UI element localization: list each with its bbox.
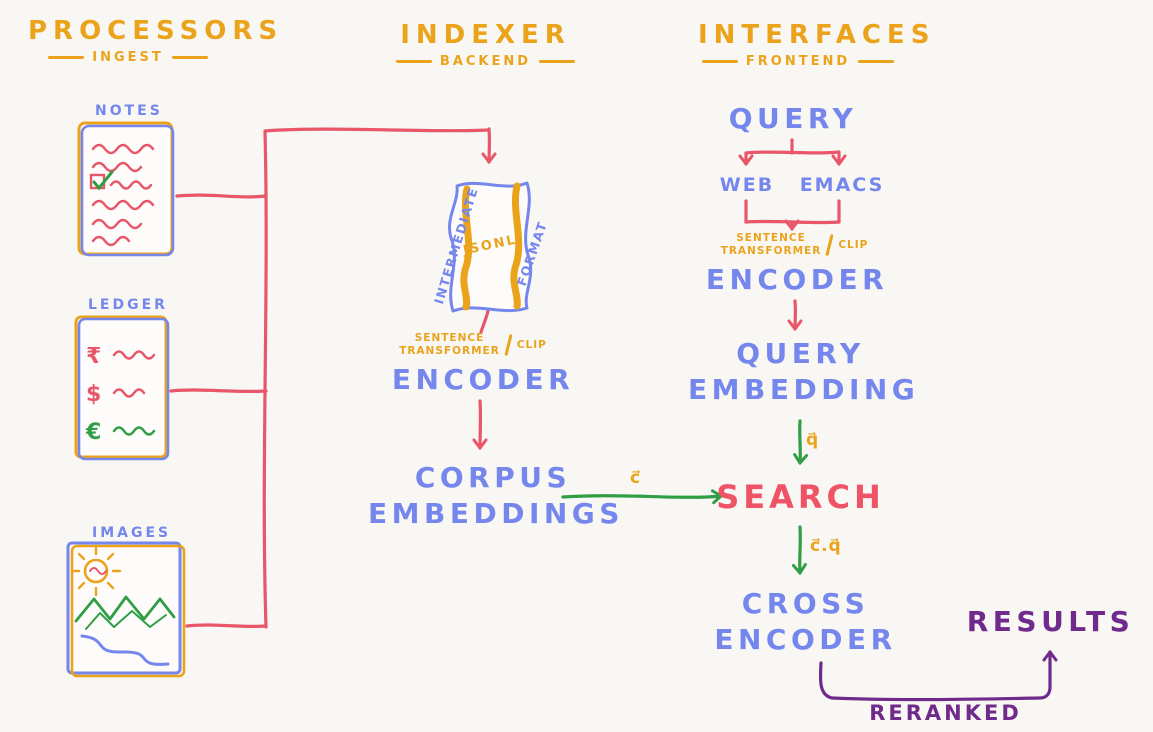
river-icon — [80, 634, 170, 666]
subtitle-dash — [48, 56, 85, 59]
header-indexer: INDEXER BACKEND — [393, 20, 578, 69]
clip-label: CLIP — [838, 238, 869, 251]
rerank-connector — [818, 650, 1058, 702]
interfaces-subtitle: FRONTEND — [698, 54, 898, 69]
indexer-subtitle: BACKEND — [393, 54, 578, 69]
web-label: WEB — [719, 174, 775, 196]
jsonl-scroll-icon — [448, 181, 533, 313]
notes-label: NOTES — [95, 103, 163, 119]
euro-symbol: € — [85, 420, 101, 445]
transformer-label: TRANSFORMER — [720, 245, 822, 258]
indexer-model-label: SENTENCE TRANSFORMER CLIP — [398, 332, 548, 358]
subtitle-dash — [539, 60, 576, 63]
query-label: QUERY — [728, 102, 858, 135]
transformer-label: TRANSFORMER — [399, 345, 500, 358]
ledger-card-icon: ₹ $ € — [74, 315, 170, 461]
emacs-label: EMACS — [799, 174, 885, 196]
query-embedding-label: QUERY EMBEDDING — [688, 337, 920, 407]
images-card-icon — [66, 541, 186, 678]
reranked-label: RERANKED — [869, 701, 1022, 725]
indexer-title: INDEXER — [400, 20, 571, 50]
dollar-symbol: $ — [86, 382, 101, 407]
images-label: IMAGES — [92, 525, 172, 541]
notes-card-icon — [77, 121, 175, 257]
mountains-icon — [74, 595, 176, 630]
query-vector-label: q⃗ — [806, 430, 820, 450]
subtitle-dash — [395, 60, 432, 63]
indexer-encoder-label: ENCODER — [391, 363, 575, 396]
search-connectors — [561, 419, 809, 575]
rupee-symbol: ₹ — [86, 344, 101, 369]
header-interfaces: INTERFACES FRONTEND — [698, 20, 936, 69]
corpus-embeddings-label: CORPUS EMBEDDINGS — [368, 461, 624, 531]
dot-product-label: c⃗.q⃗ — [810, 536, 842, 556]
model-divider — [504, 334, 513, 357]
interfaces-encoder-label: ENCODER — [705, 263, 889, 296]
subtitle-dash — [171, 56, 208, 59]
sentence-label: SENTENCE — [414, 332, 485, 344]
clip-label: CLIP — [516, 338, 547, 351]
header-processors: PROCESSORS INGEST — [28, 16, 284, 65]
search-label: SEARCH — [716, 478, 885, 516]
processors-subtitle: INGEST — [28, 50, 228, 65]
interfaces-model-label: SENTENCE TRANSFORMER CLIP — [712, 232, 877, 258]
subtitle-dash — [701, 60, 738, 63]
interfaces-title: INTERFACES — [698, 20, 936, 50]
sun-icon — [70, 545, 122, 597]
model-divider — [825, 234, 834, 257]
cross-encoder-label: CROSS ENCODER — [714, 587, 897, 657]
ledger-label: LEDGER — [88, 297, 168, 313]
ingest-connectors — [169, 127, 847, 629]
corpus-vector-label: c⃗ — [630, 468, 642, 488]
sentence-label: SENTENCE — [736, 232, 806, 244]
results-label: RESULTS — [966, 605, 1135, 638]
subtitle-dash — [858, 60, 895, 63]
processors-title: PROCESSORS — [28, 16, 284, 46]
